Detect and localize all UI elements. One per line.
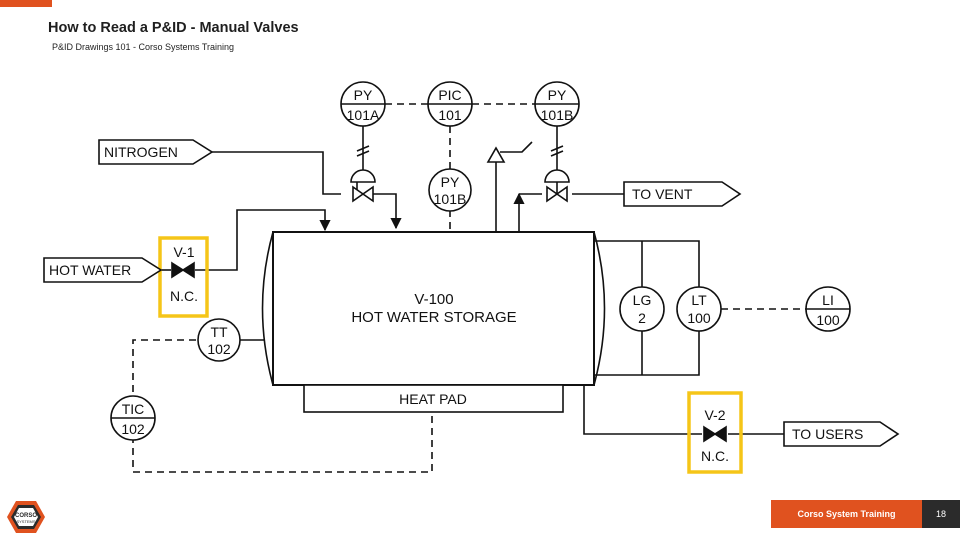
to-users-label: TO USERS	[792, 426, 863, 442]
lg-2-bubble	[619, 286, 665, 332]
page-title: How to Read a P&ID - Manual Valves	[48, 20, 299, 36]
hot-water-line	[161, 209, 331, 271]
relief-valve	[486, 141, 533, 232]
v2-highlight	[687, 391, 743, 474]
lt-100-num: 100	[687, 310, 711, 326]
page-subtitle: P&ID Drawings 101 - Corso Systems Traini…	[52, 42, 235, 52]
lg-2-num: 2	[638, 310, 646, 326]
py-101b-top-bubble	[534, 81, 580, 127]
actuator-stems	[356, 126, 564, 194]
signal-lines	[132, 103, 806, 473]
nitrogen-line	[212, 151, 402, 230]
tic-102-num: 102	[121, 421, 145, 437]
heat-pad-label: HEAT PAD	[399, 391, 467, 407]
v1-state: N.C.	[170, 288, 198, 304]
nitrogen-flag	[98, 139, 214, 165]
li-100-bubble	[805, 286, 851, 332]
vent-line	[513, 192, 624, 232]
pic-101-tag: PIC	[438, 87, 461, 103]
diagram-labels: PY 101A PIC 101 PY 101B PY 101B TT 102 T…	[49, 87, 863, 464]
vessel-tag: V-100	[414, 291, 453, 308]
li-100-num: 100	[816, 312, 840, 328]
vessel-name: HOT WATER STORAGE	[351, 309, 516, 326]
to-users-flag	[783, 421, 900, 447]
v2-state: N.C.	[701, 448, 729, 464]
li-100-tag: LI	[822, 292, 834, 308]
tt-102-bubble	[197, 318, 241, 362]
tic-102-bubble	[110, 395, 156, 441]
pv-101b-valve	[544, 169, 570, 203]
py-101b-mid-tag: PY	[441, 174, 460, 190]
py-101b-top-tag: PY	[548, 87, 567, 103]
v1-highlight	[158, 236, 209, 318]
v2-valve-body	[703, 425, 727, 443]
users-line	[583, 385, 784, 435]
py-101b-mid-num: 101B	[434, 191, 467, 207]
hot-water-flag	[43, 257, 163, 283]
accent-bar	[0, 0, 52, 7]
lg-2-tag: LG	[633, 292, 652, 308]
nitrogen-label: NITROGEN	[104, 144, 178, 160]
tic-102-tag: TIC	[122, 401, 145, 417]
to-vent-flag	[623, 181, 742, 207]
page-number: 18	[922, 500, 960, 528]
pic-101-num: 101	[438, 107, 462, 123]
logo-line1: CORSO	[15, 513, 37, 519]
py-101b-top-num: 101B	[541, 107, 574, 123]
footer-brand: Corso System Training	[771, 500, 922, 528]
lt-100-bubble	[676, 286, 722, 332]
v1-valve-body	[171, 261, 195, 279]
py-101a-tag: PY	[354, 87, 373, 103]
level-piping	[594, 240, 700, 376]
hot-water-label: HOT WATER	[49, 262, 131, 278]
v2-tag: V-2	[704, 407, 725, 423]
tt-102-tag: TT	[210, 324, 228, 340]
pv-101a-valve	[350, 169, 376, 203]
py-101a-num: 101A	[347, 107, 380, 123]
v1-tag: V-1	[173, 244, 194, 260]
logo-line2: SYSTEMS	[16, 519, 35, 524]
py-101b-mid-bubble	[428, 168, 472, 212]
tt-102-num: 102	[207, 341, 231, 357]
pic-101-bubble	[427, 81, 473, 127]
py-101a-bubble	[340, 81, 386, 127]
lt-100-tag: LT	[691, 292, 707, 308]
vessel-v100	[261, 231, 606, 386]
to-vent-label: TO VENT	[632, 186, 693, 202]
corso-logo: CORSO SYSTEMS	[7, 501, 45, 533]
heat-pad	[303, 384, 564, 413]
